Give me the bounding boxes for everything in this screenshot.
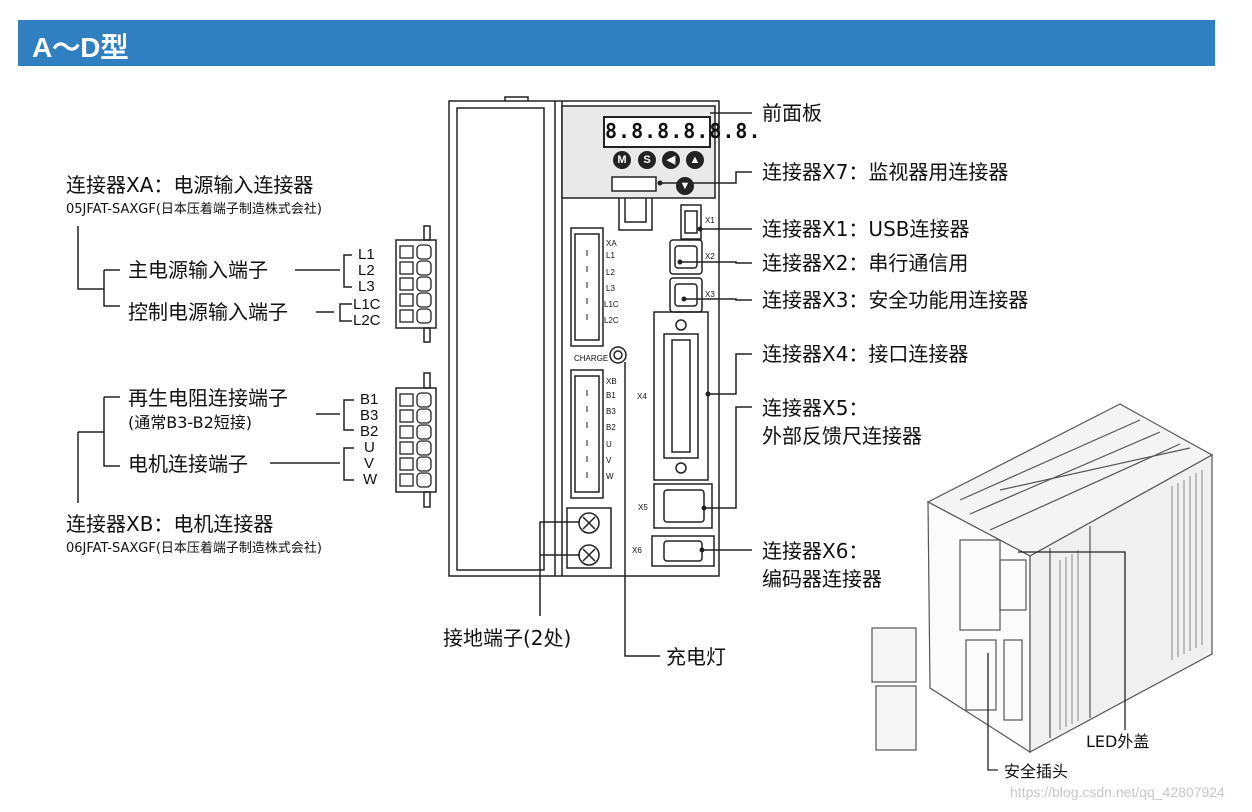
panel-label-x2: X2 (705, 252, 715, 261)
panel-pin-w: W (606, 472, 614, 481)
panel-pin-b2: B2 (606, 423, 616, 432)
x2-port (669, 239, 703, 275)
panel-pin-l2c: L2C (604, 316, 619, 325)
panel-pin-l1c: L1C (604, 300, 619, 309)
pin-label-l2c: L2C (353, 312, 381, 329)
down-key-icon[interactable]: ▼ (676, 177, 694, 195)
panel-pin-l2: L2 (606, 268, 615, 277)
page-title: A～D型 (32, 32, 129, 63)
pin-label-l2: L2 (358, 262, 375, 279)
x1-port (680, 204, 702, 240)
main-power-label: 主电源输入端子 (128, 258, 268, 282)
x7-label: 连接器X7：监视器用连接器 (762, 160, 1009, 184)
xa-part-label: 05JFAT-SAXGF(日本压着端子制造株式会社) (66, 202, 322, 217)
panel-label-xa: XA (606, 239, 617, 248)
xb-plug (395, 387, 437, 493)
xb-connector-body (570, 369, 604, 499)
motor-terminal-label: 电机连接端子 (128, 452, 248, 476)
xb-part-label: 06JFAT-SAXGF(日本压着端子制造株式会社) (66, 541, 322, 556)
panel-label-x4: X4 (637, 392, 647, 401)
safety-plug-label: 安全插头 (1004, 762, 1069, 781)
panel-pin-b1: B1 (606, 391, 616, 400)
x6-label-line1: 连接器X6： (762, 539, 869, 563)
pin-label-b2: B2 (360, 423, 379, 440)
panel-pin-v: V (606, 456, 612, 465)
xb-title-label: 连接器XB：电机连接器 (66, 512, 274, 536)
ground-terminal-block (566, 507, 612, 569)
pin-label-l1c: L1C (353, 296, 381, 313)
x4-label: 连接器X4：接口连接器 (762, 342, 969, 366)
led-cover-label: LED外盖 (1086, 732, 1150, 751)
pin-label-w: W (363, 471, 378, 488)
x3-label: 连接器X3：安全功能用连接器 (762, 288, 1029, 312)
panel-label-x5: X5 (638, 503, 648, 512)
pin-label-v: V (364, 455, 375, 472)
isometric-drive-drawing (871, 403, 1214, 754)
up-key-icon[interactable]: ▲ (686, 151, 704, 169)
x4-connector (653, 311, 709, 481)
ground-terminal-label: 接地端子(2处) (443, 626, 572, 650)
x5-label-line1: 连接器X5： (762, 396, 869, 420)
x1-label: 连接器X1：USB连接器 (762, 217, 970, 241)
panel-label-charge: CHARGE (574, 354, 609, 363)
xa-plug (395, 239, 437, 329)
pin-label-l3: L3 (358, 278, 375, 295)
xa-connector-body (570, 227, 604, 347)
x6-port (651, 535, 715, 567)
x2-label: 连接器X2：串行通信用 (762, 251, 969, 275)
pin-label-l1: L1 (358, 246, 375, 263)
front-panel-label: 前面板 (762, 101, 822, 125)
panel-pin-b3: B3 (606, 407, 616, 416)
pin-label-b3: B3 (360, 407, 379, 424)
regen-note-label: (通常B3-B2短接) (128, 413, 253, 432)
x6-label-line2: 编码器连接器 (762, 567, 882, 591)
control-power-label: 控制电源输入端子 (128, 300, 288, 324)
m-key-icon[interactable]: M (613, 151, 631, 169)
leader-lines (77, 112, 752, 657)
x5-label-line2: 外部反馈尺连接器 (762, 424, 922, 448)
pin-label-b1: B1 (360, 391, 379, 408)
x5-port (653, 483, 713, 529)
regen-resistor-label: 再生电阻连接端子 (128, 386, 288, 410)
watermark: https://blog.csdn.net/qq_42807924 (1010, 784, 1225, 800)
panel-label-x3: X3 (705, 290, 715, 299)
panel-pin-l1: L1 (606, 251, 615, 260)
panel-label-x6: X6 (632, 546, 642, 555)
pin-label-u: U (364, 439, 375, 456)
panel-label-x1: X1 (705, 216, 715, 225)
drive-outline (448, 100, 720, 577)
panel-label-xb: XB (606, 377, 617, 386)
panel-pin-u: U (606, 440, 612, 449)
header-bar: A～D型 (18, 20, 1215, 66)
xa-title-label: 连接器XA：电源输入连接器 (66, 173, 314, 197)
side-panel (456, 107, 545, 571)
s-key-icon[interactable]: S (638, 151, 656, 169)
left-key-icon[interactable]: ◀ (662, 151, 680, 169)
charge-lamp-label: 充电灯 (666, 645, 726, 669)
panel-pin-l3: L3 (606, 284, 615, 293)
seven-segment-display: 8.8.8.8.8.8. (603, 116, 761, 148)
